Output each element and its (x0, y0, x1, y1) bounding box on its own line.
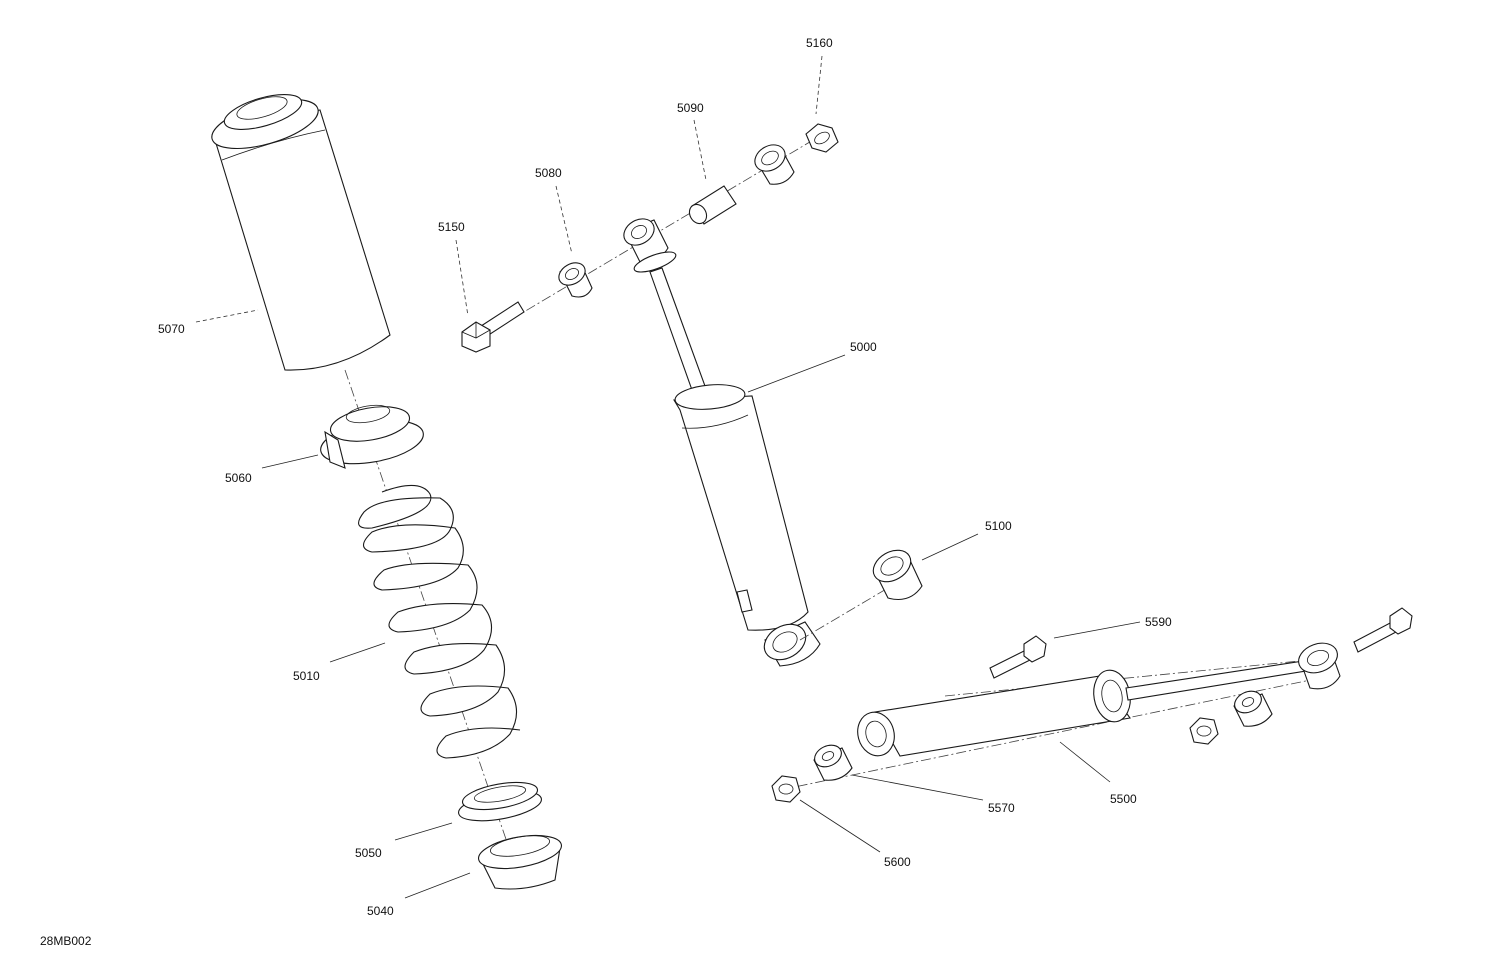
label-5590: 5590 (1145, 615, 1172, 629)
leader-5500 (1059, 741, 1111, 783)
damper-spacer-left-part[interactable] (811, 741, 853, 781)
label-5010: 5010 (293, 669, 320, 683)
leader-5050 (394, 822, 453, 841)
damper-axis-upper (944, 659, 1311, 697)
damper-bolt-right-part[interactable] (1353, 607, 1413, 653)
leader-5080 (555, 185, 573, 255)
adjuster-ring-part[interactable] (476, 830, 564, 890)
upper-spring-seat-part[interactable] (317, 401, 426, 470)
label-5570: 5570 (988, 801, 1015, 815)
label-5060: 5060 (225, 471, 252, 485)
label-5160: 5160 (806, 36, 833, 50)
damper-nut-left-part[interactable] (771, 775, 801, 803)
leader-5040 (404, 872, 471, 899)
steering-damper-part[interactable] (853, 638, 1342, 760)
top-mount-bolt-part[interactable] (461, 301, 525, 353)
dust-cover-part[interactable] (207, 88, 391, 371)
label-5050: 5050 (355, 846, 382, 860)
leader-5100 (921, 533, 979, 561)
coil-spring-part[interactable] (358, 484, 521, 759)
label-5070: 5070 (158, 322, 185, 336)
label-5100: 5100 (985, 519, 1012, 533)
diagram-reference-code: 28MB002 (40, 934, 92, 948)
leader-5010 (329, 642, 386, 663)
top-sleeve-part[interactable] (686, 185, 737, 227)
leader-5600 (799, 799, 881, 853)
label-5150: 5150 (438, 220, 465, 234)
top-nut-part[interactable] (805, 123, 839, 153)
shock-absorber-part[interactable] (619, 214, 821, 667)
label-5600: 5600 (884, 855, 911, 869)
top-bushing-part[interactable] (750, 140, 795, 185)
leader-5090 (693, 119, 707, 181)
label-5040: 5040 (367, 904, 394, 918)
leader-5590 (1053, 621, 1141, 639)
damper-axis-lower (779, 677, 1321, 791)
label-5080: 5080 (535, 166, 562, 180)
damper-nut-right-part[interactable] (1189, 717, 1219, 745)
label-5090: 5090 (677, 101, 704, 115)
label-5000: 5000 (850, 340, 877, 354)
leader-5070 (195, 309, 259, 323)
lower-spring-seat-part[interactable] (456, 778, 543, 827)
leader-5570 (851, 774, 984, 801)
damper-bolt-left-part[interactable] (989, 635, 1047, 679)
label-5500: 5500 (1110, 792, 1137, 806)
lower-eye-axis (799, 574, 911, 641)
leader-5060 (261, 454, 319, 469)
top-spacer-part[interactable] (555, 258, 593, 298)
lower-bushing-part[interactable] (868, 544, 923, 601)
leader-5150 (455, 239, 469, 317)
leader-5160 (815, 55, 823, 115)
damper-spacer-right-part[interactable] (1231, 687, 1273, 727)
leader-5000 (747, 354, 846, 393)
